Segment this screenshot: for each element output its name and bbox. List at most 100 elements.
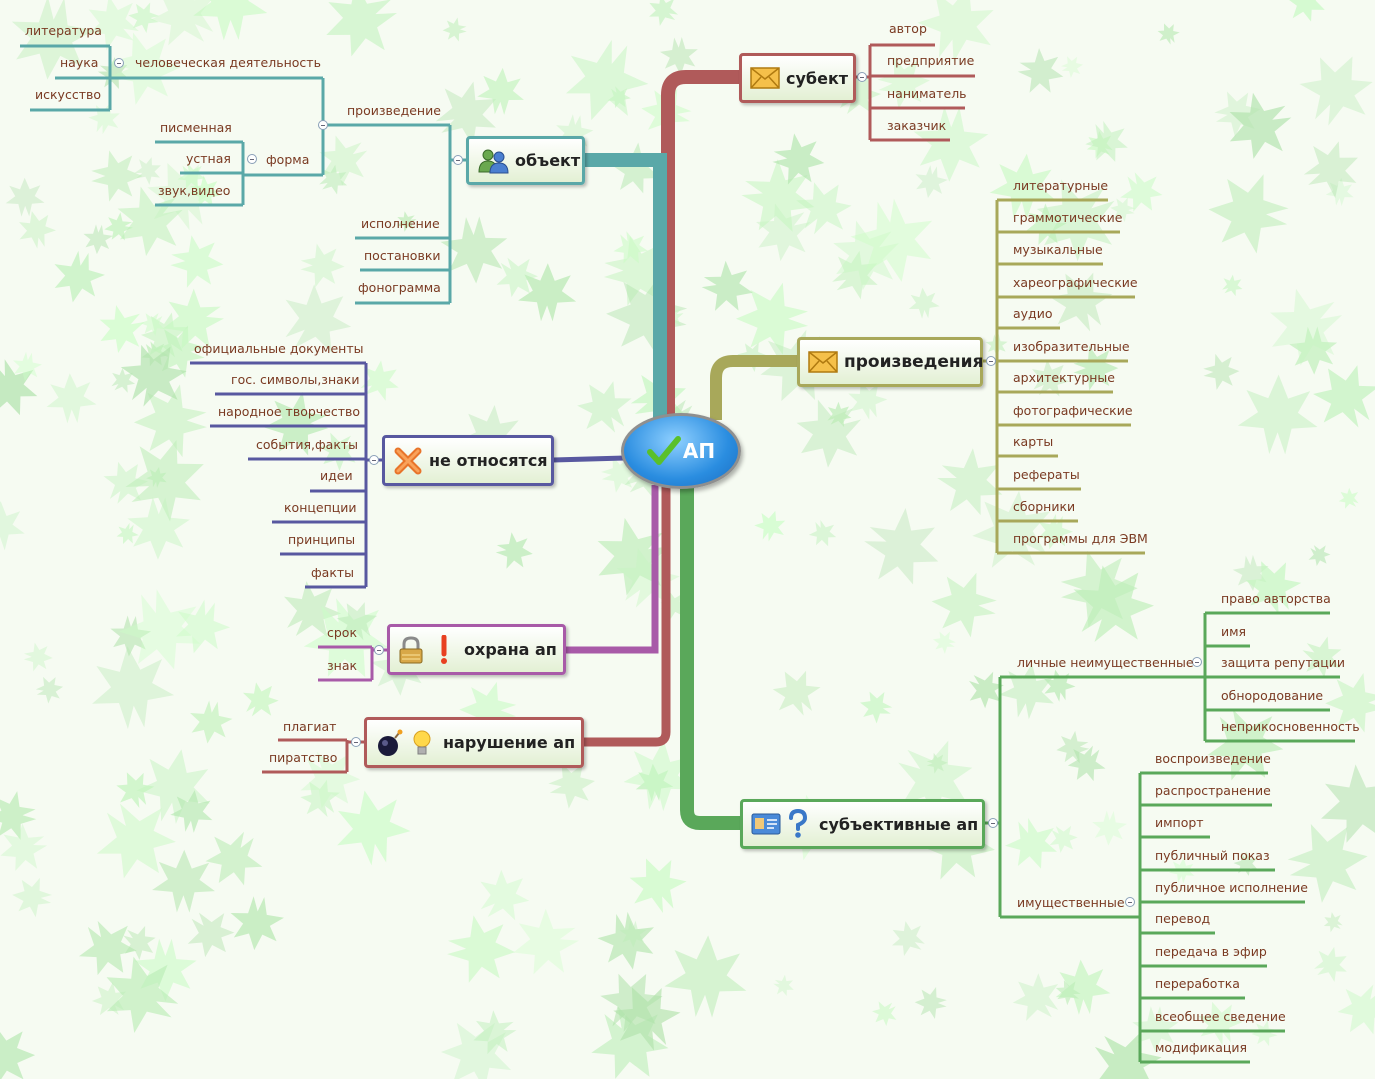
proizvedeniya-item[interactable]: карты [1013, 434, 1054, 449]
background-leaf [440, 216, 508, 284]
lichnye-item[interactable]: защита репутации [1221, 655, 1346, 670]
subektivnye-lichnye[interactable]: личные неимущественные [1017, 655, 1194, 670]
central-topic[interactable]: АП [621, 413, 741, 489]
ne-otnosyatsya-item[interactable]: официальные документы [194, 341, 364, 356]
subekt-item[interactable]: заказчик [887, 118, 947, 133]
forma-item[interactable]: звук,видео [158, 183, 231, 198]
forma-item[interactable]: устная [186, 151, 231, 166]
topic-proizvedeniya[interactable]: произведения [797, 337, 984, 387]
background-leaf [104, 212, 133, 241]
collapse-toggle-ne-otnosyatsya[interactable] [369, 455, 379, 465]
imush-item[interactable]: импорт [1155, 815, 1204, 830]
collapse-toggle-proizvedenie[interactable] [318, 120, 328, 130]
background-leaf [190, 700, 233, 744]
imush-item[interactable]: распространение [1155, 783, 1271, 798]
subekt-item[interactable]: наниматель [887, 86, 967, 101]
topic-narushenie[interactable]: нарушение ап [364, 717, 584, 768]
collapse-toggle-lichnye[interactable] [1192, 657, 1202, 667]
envelope-icon [808, 351, 838, 373]
ne-otnosyatsya-item[interactable]: гос. символы,знаки [231, 372, 360, 387]
chel-item[interactable]: искусство [35, 87, 101, 102]
subekt-item[interactable]: предприятие [887, 53, 975, 68]
collapse-toggle-chelovecheskaya[interactable] [114, 58, 124, 68]
ne-otnosyatsya-item[interactable]: факты [311, 565, 355, 580]
obekt-forma[interactable]: форма [266, 152, 310, 167]
chel-item[interactable]: литература [25, 23, 102, 38]
collapse-toggle-imushchestvennye[interactable] [1125, 897, 1135, 907]
background-leaf [319, 164, 348, 195]
lichnye-item[interactable]: имя [1221, 624, 1247, 639]
background-leaf [1092, 810, 1127, 846]
background-leaf [1049, 825, 1078, 853]
background-leaf [46, 373, 97, 424]
background-leaf [285, 284, 352, 353]
proizvedeniya-item[interactable]: хареографические [1013, 275, 1138, 290]
proizvedeniya-item[interactable]: изобразительные [1013, 339, 1130, 354]
background-leaf [1073, 345, 1119, 391]
collapse-toggle-ohrana[interactable] [374, 645, 384, 655]
lichnye-item[interactable]: неприкосновенность [1221, 719, 1360, 734]
background-leaf [833, 220, 899, 291]
collapse-toggle-forma[interactable] [247, 154, 257, 164]
narushenie-item[interactable]: пиратство [269, 750, 338, 765]
imush-item[interactable]: перевод [1155, 911, 1211, 926]
topic-ohrana[interactable]: охрана ап [387, 624, 566, 675]
proizvedeniya-item[interactable]: музыкальные [1013, 242, 1103, 257]
narushenie-item[interactable]: плагиат [283, 719, 337, 734]
checkmark-icon [646, 436, 681, 465]
background-leaf [496, 257, 538, 298]
background-leaf [177, 162, 206, 189]
background-leaf [1110, 197, 1136, 223]
background-leaf [447, 915, 516, 983]
obekt-chelovecheskaya[interactable]: человеческая деятельность [135, 55, 321, 70]
collapse-toggle-narushenie[interactable] [351, 737, 361, 747]
imush-item[interactable]: публичный показ [1155, 848, 1270, 863]
proizvedeniya-item[interactable]: архитектурные [1013, 370, 1115, 385]
imush-item[interactable]: переработка [1155, 976, 1240, 991]
ne-otnosyatsya-item[interactable]: принципы [288, 532, 356, 547]
obekt-other-item[interactable]: исполнение [361, 216, 440, 231]
topic-ne-otnosyatsya[interactable]: не относятся [382, 435, 554, 486]
ne-otnosyatsya-item[interactable]: народное творчество [218, 404, 361, 419]
collapse-toggle-subekt[interactable] [857, 72, 867, 82]
background-leaf [134, 157, 161, 185]
collapse-toggle-obekt[interactable] [453, 155, 463, 165]
topic-subektivnye[interactable]: субъективные ап [740, 799, 985, 849]
proizvedeniya-item[interactable]: рефераты [1013, 467, 1080, 482]
topic-obekt-label: объект [515, 151, 581, 170]
lichnye-item[interactable]: обнородование [1221, 688, 1324, 703]
collapse-toggle-proizvedeniya[interactable] [986, 356, 996, 366]
imush-item[interactable]: публичное исполнение [1155, 880, 1308, 895]
subektivnye-imushchestvennye[interactable]: имущественные [1017, 895, 1125, 910]
imush-item[interactable]: воспроизведение [1155, 751, 1271, 766]
background-leaf [772, 133, 825, 185]
obekt-proizvedenie[interactable]: произведение [347, 103, 441, 118]
ne-otnosyatsya-item[interactable]: события,факты [256, 437, 359, 452]
collapse-toggle-subektivnye[interactable] [988, 818, 998, 828]
proizvedeniya-item[interactable]: граммотические [1013, 210, 1123, 225]
ohrana-item[interactable]: срок [327, 625, 358, 640]
imush-item[interactable]: передача в эфир [1155, 944, 1267, 959]
obekt-other-item[interactable]: фонограмма [358, 280, 441, 295]
ohrana-item[interactable]: знак [327, 658, 358, 673]
lichnye-item[interactable]: право авторства [1221, 591, 1331, 606]
proizvedeniya-item[interactable]: сборники [1013, 499, 1076, 514]
forma-item[interactable]: писменная [160, 120, 232, 135]
background-leaf [1321, 764, 1375, 843]
background-leaf [518, 263, 577, 322]
topic-subekt[interactable]: субект [739, 53, 856, 103]
obekt-other-item[interactable]: постановки [364, 248, 441, 263]
proizvedeniya-item[interactable]: аудио [1013, 306, 1053, 321]
proizvedeniya-item[interactable]: литературные [1013, 178, 1109, 193]
ne-otnosyatsya-item[interactable]: идеи [320, 468, 353, 483]
proizvedeniya-item[interactable]: фотографические [1013, 403, 1133, 418]
background-leaf [741, 159, 815, 232]
proizvedeniya-item[interactable]: программы для ЭВМ [1013, 531, 1148, 546]
background-leaf [193, 0, 268, 41]
subekt-item[interactable]: автор [889, 21, 927, 36]
chel-item[interactable]: наука [60, 55, 99, 70]
ne-otnosyatsya-item[interactable]: концепции [284, 500, 357, 515]
imush-item[interactable]: модификация [1155, 1040, 1248, 1055]
imush-item[interactable]: всеобщее сведение [1155, 1009, 1286, 1024]
topic-obekt[interactable]: объект [466, 136, 585, 185]
